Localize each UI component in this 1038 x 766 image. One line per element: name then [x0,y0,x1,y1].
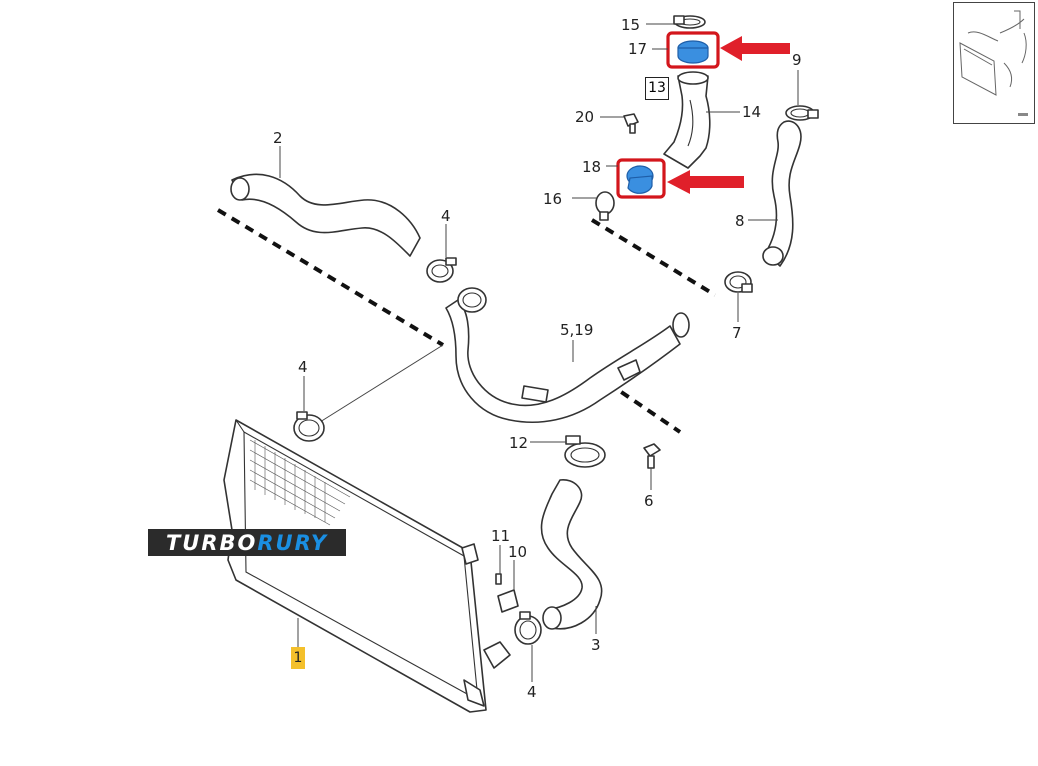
label-18: 18 [582,158,601,176]
ring-part-17[interactable] [652,31,720,69]
label-4-middle: 4 [298,358,308,376]
bolt-part-6[interactable] [643,443,661,490]
label-20: 20 [575,108,594,126]
label-5-19: 5,19 [560,321,593,339]
hose-part-3[interactable] [540,479,603,634]
callout-numbers: 2 4 4 4 5,19 3 6 7 8 9 10 11 12 14 15 16… [273,16,802,701]
label-4-upper: 4 [441,207,451,225]
logo-text-rury: RURY [257,530,329,555]
label-11: 11 [491,527,510,545]
label-10: 10 [508,543,527,561]
intercooler-part-1[interactable] [223,419,511,713]
clamp-part-7[interactable] [724,271,753,322]
label-7: 7 [732,324,742,342]
arrow-to-part-18 [667,170,744,194]
label-3: 3 [591,636,601,654]
logo-text-turbo: TURBO [165,530,258,555]
clamp-part-12[interactable] [530,435,606,468]
label-15: 15 [621,16,640,34]
bolt-part-20[interactable] [600,113,639,134]
clamp-part-4-upper[interactable] [426,224,457,283]
label-14: 14 [742,103,761,121]
elbow-pipe-part-14[interactable] [663,71,740,169]
thumbnail-image [959,10,1028,116]
arrow-to-part-17 [720,36,790,61]
bracket-part-10[interactable] [497,560,519,613]
sensor-part-11[interactable] [495,545,502,585]
label-2: 2 [273,129,283,147]
label-16: 16 [543,190,562,208]
clamp-part-4-lower[interactable] [514,611,542,682]
label-4-lower: 4 [527,683,537,701]
label-1-badge: 1 [291,647,305,669]
label-9: 9 [792,51,802,69]
clamp-part-9[interactable] [785,70,819,121]
hose-part-2[interactable] [230,146,421,257]
charge-pipe-part-5-19[interactable] [445,287,690,423]
label-6: 6 [644,492,654,510]
label-13-boxed: 13 [645,77,669,100]
label-12: 12 [509,434,528,452]
hose-part-8[interactable] [748,120,802,267]
assembly-dashed-lines [216,208,717,434]
ring-part-18[interactable] [606,158,666,199]
label-8: 8 [735,212,745,230]
clamp-part-16[interactable] [572,191,615,221]
clamp-part-15[interactable] [646,15,706,29]
label-17: 17 [628,40,647,58]
diagram-thumbnail[interactable] [953,2,1035,124]
clamp-part-4-middle[interactable] [293,376,325,442]
radiator-grid [249,439,351,526]
